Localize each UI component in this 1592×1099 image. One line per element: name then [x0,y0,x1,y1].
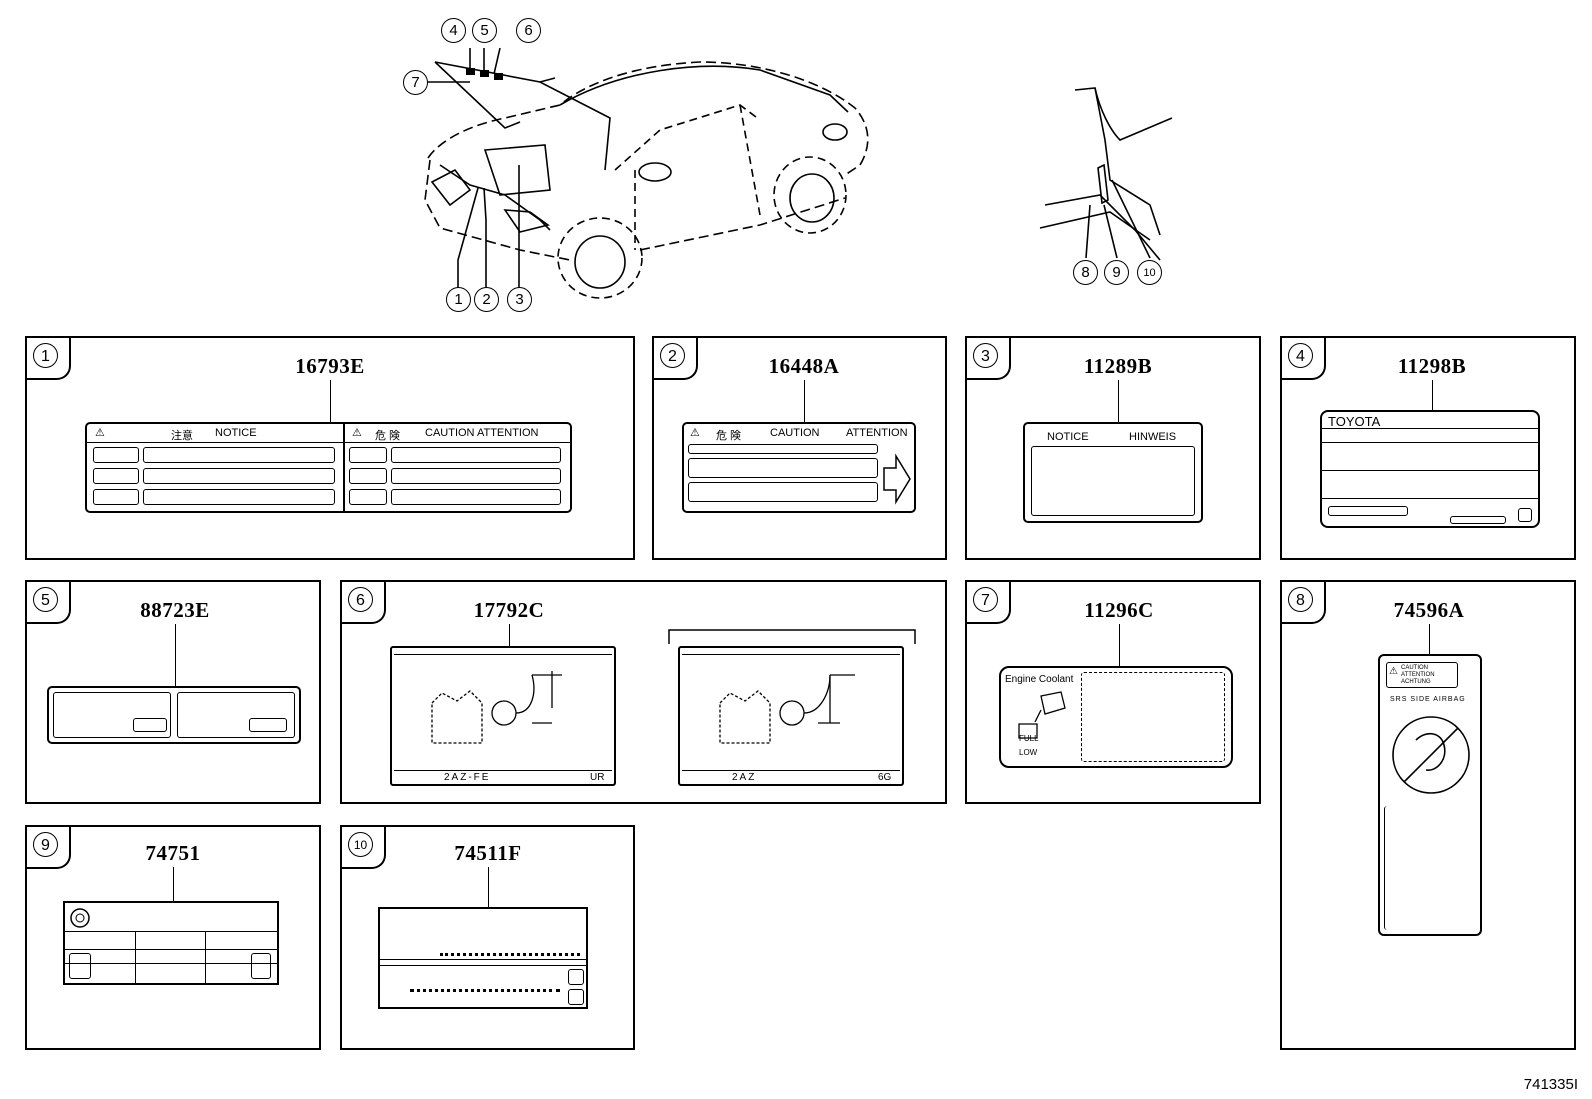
panel-1-part-number: 16793E [295,354,365,378]
panel-9-part-number: 74751 [145,841,201,865]
callout-1: 1 [446,287,471,312]
panel-6: 6 17792C 2AZ-FE UR 2AZ 6G [340,580,947,804]
panel-1-number: 1 [33,343,58,368]
panel-8-number: 8 [1288,587,1313,612]
callout-5: 5 [472,18,497,43]
panel-9-number: 9 [33,832,58,857]
panel-10: 10 74511F [340,825,635,1050]
panel-4-number: 4 [1288,343,1313,368]
label-11296C: Engine Coolant FULL LOW [999,666,1233,768]
car-illustration [424,47,1173,299]
panel-5-part-number: 88723E [140,598,210,622]
label-16448A: ⚠ 危 険 CAUTION ATTENTION [682,422,916,513]
callout-9: 9 [1104,260,1129,285]
panel-9: 9 74751 [25,825,321,1050]
callout-6: 6 [516,18,541,43]
label-17792C-b: 2AZ 6G [678,646,904,786]
callout-8: 8 [1073,260,1098,285]
panel-3: 3 11289B NOTICE HINWEIS [965,336,1261,560]
warning-triangle-icon: ⚠ [1389,666,1398,677]
panel-2-part-number: 16448A [768,354,840,378]
warning-triangle-icon: ⚠ [352,427,362,439]
panel-4: 4 11298B TOYOTA [1280,336,1576,560]
panel-2: 2 16448A ⚠ 危 険 CAUTION ATTENTION [652,336,947,560]
panel-5-number: 5 [33,587,58,612]
label-17792C-a: 2AZ-FE UR [390,646,616,786]
warning-triangle-icon: ⚠ [690,427,700,439]
panel-7-number: 7 [973,587,998,612]
label-74751 [63,901,279,985]
panel-10-number: 10 [348,832,373,857]
panel-3-number: 3 [973,343,998,368]
panel-4-part-number: 11298B [1397,354,1467,378]
warning-triangle-icon: ⚠ [95,427,105,439]
panel-7-part-number: 11296C [1084,598,1154,622]
callout-10: 10 [1137,260,1162,285]
panel-5: 5 88723E [25,580,321,804]
label-11289B: NOTICE HINWEIS [1023,422,1203,523]
panel-8-part-number: 74596A [1393,598,1465,622]
panel-3-part-number: 11289B [1083,354,1153,378]
panel-6-number: 6 [348,587,373,612]
label-74511F [378,907,588,1009]
figure-id: 741335I [1523,1076,1578,1093]
label-88723E [47,686,301,744]
panel-8: 8 74596A ⚠ CAUTION ATTENTION ACHTUNG SRS… [1280,580,1576,1050]
callout-4: 4 [441,18,466,43]
panel-1: 1 16793E ⚠ 注意 NOTICE ⚠ 危 険 CAUTION ATTEN… [25,336,635,560]
label-16793E: ⚠ 注意 NOTICE ⚠ 危 険 CAUTION ATTENTION [85,422,572,513]
panel-10-part-number: 74511F [454,841,522,865]
label-11298B: TOYOTA [1320,410,1540,528]
panel-2-number: 2 [660,343,685,368]
callout-2: 2 [474,287,499,312]
callout-7: 7 [403,70,428,95]
panel-6-part-number: 17792C [473,598,545,622]
callout-3: 3 [507,287,532,312]
panel-7: 7 11296C Engine Coolant FULL LOW [965,580,1261,804]
label-74596A: ⚠ CAUTION ATTENTION ACHTUNG SRS SIDE AIR… [1378,654,1482,936]
